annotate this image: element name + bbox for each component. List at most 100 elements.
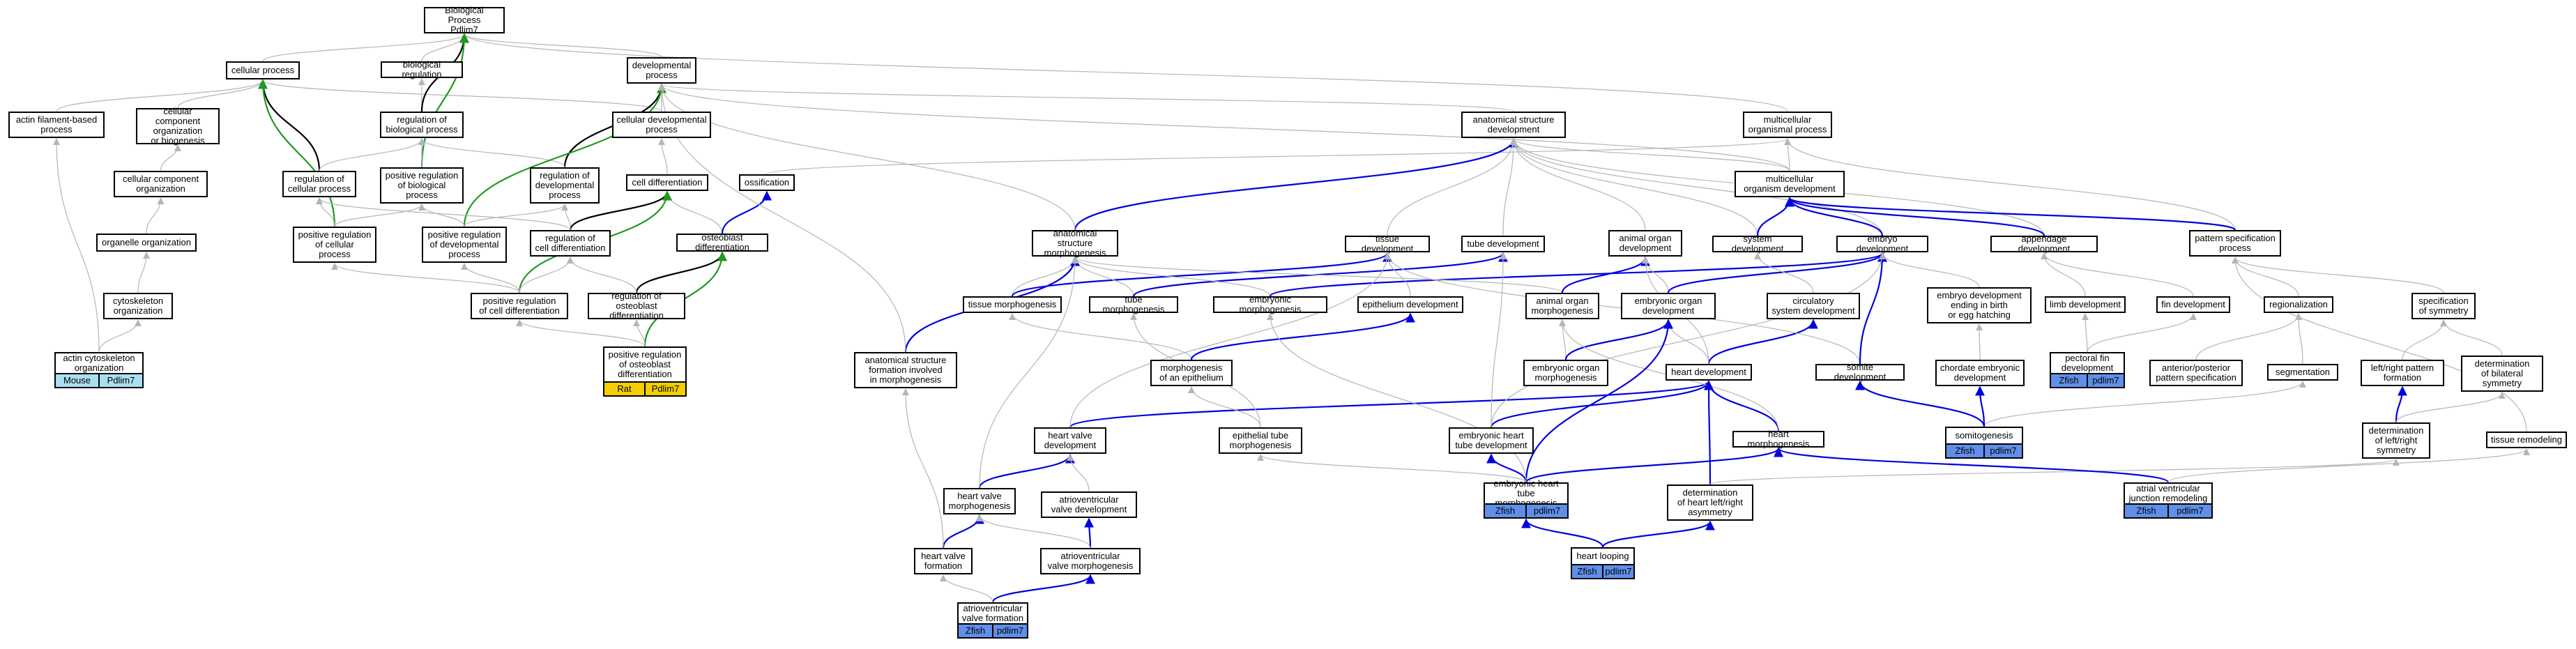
term-node-ehtd[interactable]: embryonic heart tube development xyxy=(1449,427,1534,454)
term-node-prbp[interactable]: positive regulation of biological proces… xyxy=(380,167,464,204)
term-node-ccob[interactable]: cellular component organization or bioge… xyxy=(136,107,220,146)
term-node-avvf[interactable]: atrioventricular valve formation xyxy=(957,602,1028,625)
term-node-epid[interactable]: epithelium development xyxy=(1357,296,1463,313)
edge-part-of xyxy=(1601,520,1715,548)
term-node-rcd[interactable]: regulation of cell differentiation xyxy=(530,230,611,257)
term-node-hvm[interactable]: heart valve morphogenesis xyxy=(943,488,1016,514)
edge-is-a xyxy=(1709,459,2400,485)
term-node-prod[interactable]: positive regulation of osteoblast differ… xyxy=(603,346,687,383)
term-node-edbh[interactable]: embryo development ending in birth or eg… xyxy=(1927,287,2032,323)
term-node-dlrs[interactable]: determination of left/right symmetry xyxy=(2362,422,2430,459)
edge-is-a xyxy=(1072,257,1271,297)
term-node-bp[interactable]: Biological Process Pdlim7 xyxy=(424,6,505,35)
term-node-dhlra[interactable]: determination of heart left/right asymme… xyxy=(1667,484,1753,521)
term-node-avjr[interactable]: atrial ventricular junction remodeling xyxy=(2124,482,2213,505)
term-node-eom[interactable]: embryonic organ morphogenesis xyxy=(1523,360,1608,386)
term-node-cp[interactable]: cellular process xyxy=(226,61,300,79)
term-node-fin[interactable]: fin development xyxy=(2156,296,2230,313)
species-label: Zfish xyxy=(1577,566,1597,577)
term-node-prcd[interactable]: positive regulation of cell differentiat… xyxy=(471,293,568,319)
term-node-asm[interactable]: anatomical structure morphogenesis xyxy=(1032,229,1118,258)
term-node-embm[interactable]: embryonic morphogenesis xyxy=(1213,295,1327,314)
term-node-tubem[interactable]: tube morphogenesis xyxy=(1089,295,1178,314)
term-node-somd[interactable]: somite development xyxy=(1815,362,1905,382)
term-node-tissd[interactable]: tissue development xyxy=(1345,234,1430,254)
term-node-mod[interactable]: multicellular organism development xyxy=(1735,171,1845,197)
edge-is-a xyxy=(2195,313,2302,360)
term-node-rcp[interactable]: regulation of cellular process xyxy=(282,171,356,197)
edge-is-a xyxy=(1976,323,1983,360)
term-node-hvd[interactable]: heart valve development xyxy=(1034,427,1106,454)
term-node-cco[interactable]: cellular component organization xyxy=(114,171,208,197)
term-node-appd[interactable]: appendage development xyxy=(1990,234,2098,254)
term-node-lrpf[interactable]: left/right pattern formation xyxy=(2361,360,2444,386)
term-node-sysd[interactable]: system development xyxy=(1712,234,1803,254)
term-node-oss[interactable]: ossification xyxy=(739,174,795,191)
term-node-asfm[interactable]: anatomical structure formation involved … xyxy=(854,352,957,388)
term-node-hm[interactable]: heart morphogenesis xyxy=(1732,429,1824,449)
term-node-psp[interactable]: pattern specification process xyxy=(2189,230,2281,257)
term-node-prdp[interactable]: positive regulation of developmental pro… xyxy=(422,227,507,263)
term-node-avvd[interactable]: atrioventricular valve development xyxy=(1041,491,1137,518)
term-node-rdp[interactable]: regulation of developmental process xyxy=(530,167,600,204)
edge-is-a xyxy=(976,514,1091,549)
term-node-avvm[interactable]: atrioventricular valve morphogenesis xyxy=(1040,548,1141,574)
term-node-prcp[interactable]: positive regulation of cellular process xyxy=(293,227,376,263)
term-node-rbp[interactable]: regulation of biological process xyxy=(380,112,464,138)
term-node-somito[interactable]: somitogenesis xyxy=(1945,427,2023,445)
species-label: Zfish xyxy=(2136,505,2156,516)
term-node-moe[interactable]: morphogenesis of an epithelium xyxy=(1150,360,1233,386)
term-node-csd[interactable]: circulatory system development xyxy=(1767,293,1860,319)
term-node-afp[interactable]: actin filament-based process xyxy=(8,112,105,138)
term-node-embd[interactable]: embryo development xyxy=(1836,234,1928,254)
term-node-asd[interactable]: anatomical structure development xyxy=(1461,112,1566,138)
term-node-tubed[interactable]: tube development xyxy=(1461,236,1545,252)
edge-is-a xyxy=(1491,252,1507,428)
term-node-dbs[interactable]: determination of bilateral symmetry xyxy=(2461,356,2543,392)
edge-is-a xyxy=(1067,454,1090,492)
term-node-celldiff[interactable]: cell differentiation xyxy=(626,174,708,191)
term-node-cso[interactable]: cytoskeleton organization xyxy=(103,293,173,319)
term-node-tr[interactable]: tissue remodeling xyxy=(2486,432,2567,448)
edge-is-a xyxy=(633,319,646,347)
edge-part-of xyxy=(1859,252,1887,365)
edge-is-a xyxy=(658,138,668,175)
term-node-oo[interactable]: organelle organization xyxy=(96,234,197,252)
edge-is-a xyxy=(1387,138,1517,236)
term-node-rod[interactable]: regulation of osteoblast differentiation xyxy=(588,291,685,321)
term-node-seg[interactable]: segmentation xyxy=(2267,364,2338,381)
term-node-aco[interactable]: actin cytoskeleton organization xyxy=(54,352,144,374)
term-node-mop[interactable]: multicellular organismal process xyxy=(1743,112,1832,138)
term-node-limb[interactable]: limb development xyxy=(2045,296,2126,313)
term-node-hl[interactable]: heart looping xyxy=(1571,547,1635,565)
edge-part-of xyxy=(1490,380,1714,428)
term-node-od[interactable]: osteoblast differentiation xyxy=(676,233,768,252)
term-node-breg[interactable]: biological regulation xyxy=(381,60,463,79)
edge-is-a xyxy=(1502,138,1517,236)
term-node-eod[interactable]: embryonic organ development xyxy=(1621,293,1716,319)
term-node-ced[interactable]: chordate embryonic development xyxy=(1935,360,2025,386)
edge-part-of xyxy=(1774,447,2170,484)
term-node-ehtm[interactable]: embryonic heart tube morphogenesis xyxy=(1484,479,1569,508)
term-node-aom[interactable]: animal organ morphogenesis xyxy=(1525,293,1599,319)
term-node-cdp[interactable]: cellular developmental process xyxy=(612,112,711,138)
term-node-pfin[interactable]: pectoral fin development xyxy=(2050,352,2125,374)
gene-label: pdlim7 xyxy=(992,625,1027,637)
term-node-hvf[interactable]: heart valve formation xyxy=(914,548,973,574)
gene-label: pdlim7 xyxy=(2087,374,2124,387)
term-node-sos[interactable]: specification of symmetry xyxy=(2411,293,2476,319)
term-node-dev[interactable]: developmental process xyxy=(627,57,696,84)
term-node-regio[interactable]: regionalization xyxy=(2264,296,2333,313)
term-node-tm[interactable]: tissue morphogenesis xyxy=(963,296,1062,313)
term-node-aod[interactable]: animal organ development xyxy=(1608,230,1682,257)
edge-is-a xyxy=(461,263,520,293)
edge-is-a xyxy=(1072,257,1563,293)
term-node-apps[interactable]: anterior/posterior pattern specification xyxy=(2149,360,2243,386)
edge-is-a xyxy=(2440,319,2503,356)
term-node-etm[interactable]: epithelial tube morphogenesis xyxy=(1219,427,1302,454)
edge-is-a xyxy=(2232,257,2527,432)
term-node-heartd[interactable]: heart development xyxy=(1666,364,1752,381)
